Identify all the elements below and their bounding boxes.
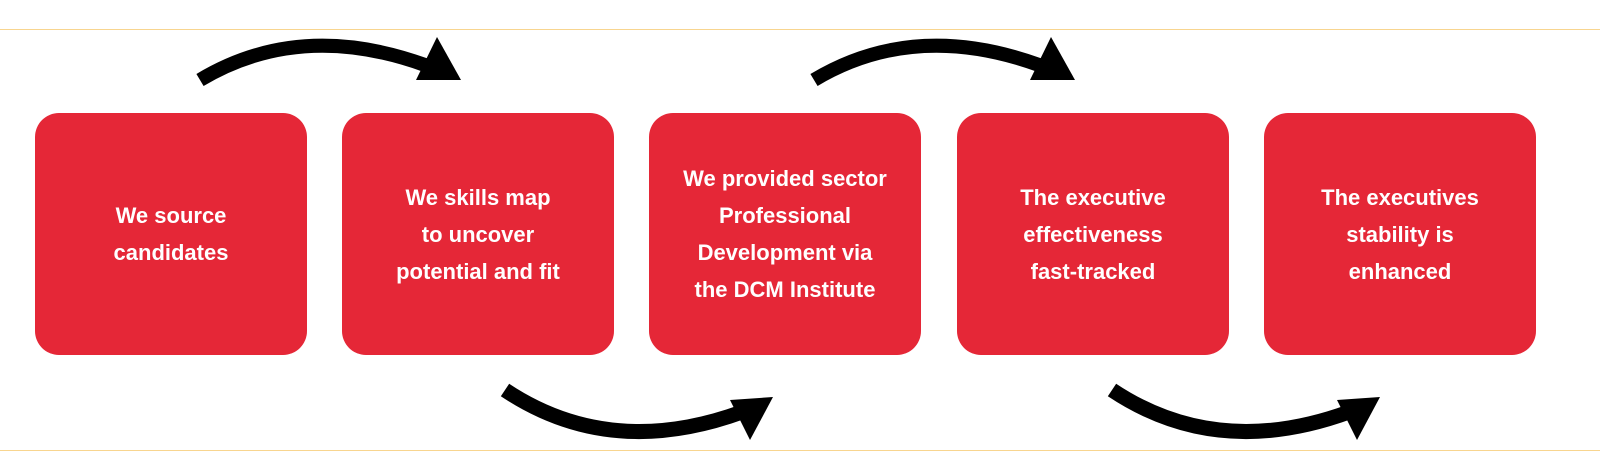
step-4-box: The executive effectiveness fast-tracked [957, 113, 1229, 355]
step-3-label: We provided sector Professional Developm… [683, 166, 887, 302]
step-5-label: The executives stability is enhanced [1321, 184, 1479, 284]
arrow-bottom-2-3-icon [500, 383, 773, 440]
arrow-bottom-4-5-icon [1107, 383, 1380, 440]
step-2-label: We skills map to uncover potential and f… [396, 184, 560, 284]
step-1-label: We source candidates [113, 203, 229, 265]
step-4-label: The executive effectiveness fast-tracked [1020, 184, 1166, 284]
arrow-top-3-4-icon [810, 37, 1075, 87]
step-2-box: We skills map to uncover potential and f… [342, 113, 614, 355]
arrow-top-1-2-icon [196, 37, 461, 87]
step-5-box: The executives stability is enhanced [1264, 113, 1536, 355]
step-3-box: We provided sector Professional Developm… [649, 113, 921, 355]
step-1-box: We source candidates [35, 113, 307, 355]
bottom-divider [0, 450, 1600, 451]
top-divider [0, 29, 1600, 30]
